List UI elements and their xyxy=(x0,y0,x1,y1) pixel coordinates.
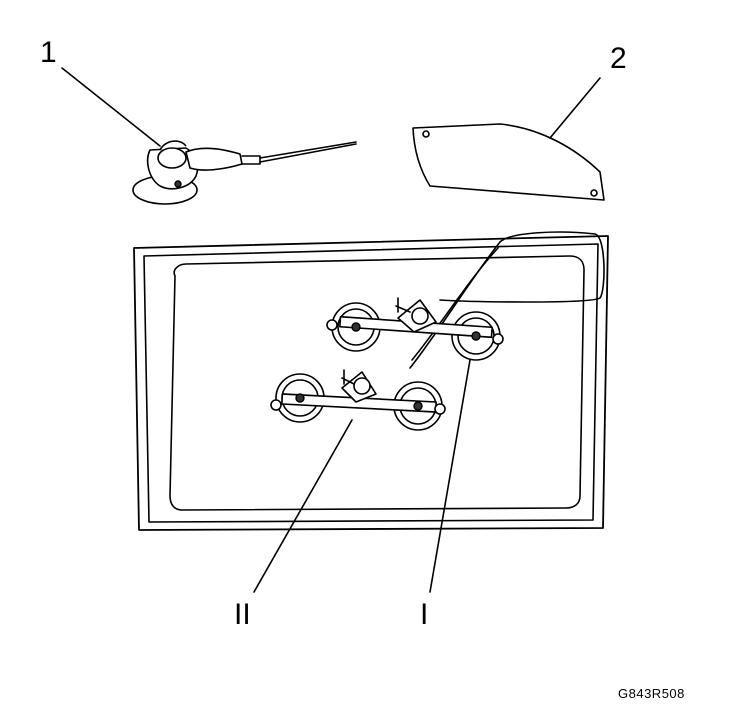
leader-line-I xyxy=(429,359,471,593)
cutting-wire xyxy=(409,231,605,369)
suction-cup-assembly-I xyxy=(326,297,504,361)
windshield-glass xyxy=(133,235,609,531)
blade-tool xyxy=(412,123,605,201)
callout-2: 2 xyxy=(610,42,627,75)
leader-line-II xyxy=(253,419,353,593)
figure-code: G843R508 xyxy=(618,686,685,701)
callout-1: 1 xyxy=(40,36,57,69)
suction-cup-assembly-II xyxy=(270,369,446,431)
callout-I: I xyxy=(420,598,429,631)
leader-line-1 xyxy=(61,67,161,147)
awl-tool xyxy=(132,140,357,205)
callout-II: II xyxy=(234,598,251,631)
leader-line-2 xyxy=(549,77,601,139)
